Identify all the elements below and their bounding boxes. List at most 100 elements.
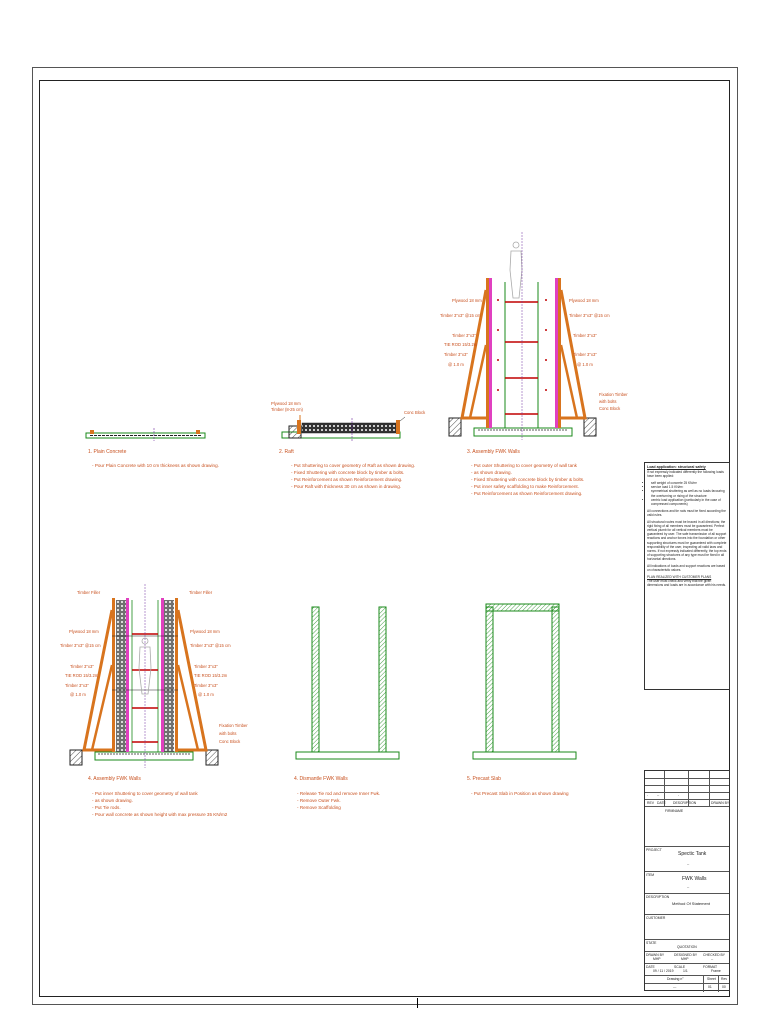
rev-mark: - bbox=[678, 793, 680, 797]
notes-heading: Load application: structural safety bbox=[647, 465, 706, 469]
firm-name: FIRMNAME bbox=[665, 809, 684, 813]
s4-timber-2-label: Timber 3"x3" bbox=[65, 683, 89, 688]
date-label: DATE bbox=[646, 965, 655, 969]
s4-spacing-right-label: @ 1.0 m bbox=[198, 692, 214, 697]
format-label: FORMAT bbox=[703, 965, 718, 969]
step3-list: Put outer Shuttering to cover geometry o… bbox=[471, 462, 641, 497]
step2-list: Put Shuttering to cover geometry of Raft… bbox=[291, 462, 461, 490]
step3-item: Put inner safety scaffolding to make Rei… bbox=[471, 483, 641, 490]
project-name: Spectic Tank bbox=[678, 851, 707, 857]
sheet-value: 01 bbox=[708, 985, 712, 989]
step3-item: Put Reinforcement as shown Reinforcement… bbox=[471, 490, 641, 497]
s3-timber-2-label: Timber 3"x3" bbox=[444, 352, 468, 357]
step2-title: 2. Raft bbox=[279, 449, 294, 455]
step3-item: Fixed Shuttering with concrete block by … bbox=[471, 476, 641, 483]
drawing-number: --- bbox=[673, 985, 677, 989]
step1-title: 1. Plain Concrete bbox=[88, 449, 127, 455]
cursor-caret bbox=[417, 998, 418, 1008]
notes-paragraph: All connections and tie rods must be fix… bbox=[647, 508, 726, 517]
step4-drawing bbox=[69, 584, 219, 768]
s3-timber-1-label: Timber 3"x3" bbox=[452, 333, 476, 338]
s4-block-label: Conc Block bbox=[219, 739, 241, 744]
project-sub: -- bbox=[687, 862, 690, 866]
dismantle-title: 4. Dismantle FWK Walls bbox=[294, 776, 348, 782]
step4-item: Pour wall concrete as shown height with … bbox=[92, 811, 262, 818]
step1-item: Pour Plain Concrete with 10 cm thickness… bbox=[92, 462, 252, 469]
item-name: FWK Walls bbox=[682, 876, 707, 882]
s4-plywood-right-label: Plywood 18 mm bbox=[190, 629, 220, 634]
rev-header: DESCRIPTION bbox=[673, 801, 697, 805]
s4-filler-left-label: Timber Filler bbox=[77, 590, 101, 595]
notes-intro: If not expressly indicated differently t… bbox=[647, 470, 724, 479]
dismantle-item: Release Tie rod and remove Inner Fwk. bbox=[297, 790, 447, 797]
s4-plywood-left-label: Plywood 18 mm bbox=[69, 629, 99, 634]
rev-value: 00 bbox=[722, 985, 726, 989]
dismantle-item: Remove Outer Fwk. bbox=[297, 797, 447, 804]
checked-label: CHECKED BY bbox=[703, 953, 726, 957]
notes-load-item: centric load application (particularly i… bbox=[651, 498, 727, 506]
notes-panel: Load application: structural safety If n… bbox=[644, 462, 730, 690]
person-figure bbox=[509, 241, 523, 299]
s3-timber-left-label: Timber 3"x3" @15 cm bbox=[440, 313, 481, 318]
notes-paragraph: All indications of loads and support rea… bbox=[647, 563, 726, 573]
s4-bolts-label: with bolts bbox=[219, 731, 237, 736]
s3-timber-3-label: Timber 3"x3" bbox=[573, 333, 597, 338]
rev-header: REV bbox=[647, 801, 654, 805]
step1-drawing bbox=[85, 428, 206, 441]
drawing-number-label: Drawing n° bbox=[667, 977, 684, 981]
rev-label: Rev bbox=[721, 977, 728, 981]
s4-timber-right-label: Timber 3"x3" @15 cm bbox=[190, 643, 231, 648]
item-sub: -- bbox=[687, 885, 690, 889]
s3-spacing-right-label: @ 1.0 m bbox=[577, 362, 593, 367]
checked-value: -- bbox=[711, 957, 714, 961]
step3-item: Put outer Shuttering to cover geometry o… bbox=[471, 462, 641, 469]
s4-timber-left-label: Timber 3"x3" @15 cm bbox=[60, 643, 101, 648]
rev-header: DRAWN BY bbox=[711, 801, 730, 805]
step4-item: as shown drawing. bbox=[92, 797, 262, 804]
designed-label: DESIGNED BY bbox=[674, 953, 698, 957]
dismantle-item: Remove Scaffolding bbox=[297, 804, 447, 811]
drawn-value: MHP bbox=[653, 957, 661, 961]
step2-item: Pour Raft with thickness 30 cm as shown … bbox=[291, 483, 461, 490]
s4-tie-rod-label: TIE ROD 15/3.2m bbox=[65, 673, 99, 678]
rev-mark: -- bbox=[657, 793, 660, 797]
raft-plywood-label: Plywood 18 mm bbox=[271, 401, 301, 406]
customer-label: CUSTOMER bbox=[646, 916, 666, 920]
rev-mark: - bbox=[647, 793, 649, 797]
s4-fixation-label: Fixation Timber bbox=[219, 723, 248, 728]
title-block: - -- - REV DATE DESCRIPTION DRAWN BY FIR… bbox=[644, 770, 730, 992]
s3-fixation-label: Fixation Timber bbox=[599, 392, 628, 397]
date-value: 09 / 11 / 2019 bbox=[653, 969, 674, 973]
s3-timber-right-label: Timber 3"x3" @15 cm bbox=[569, 313, 610, 318]
description-label: DESCRIPTION bbox=[646, 895, 670, 899]
s4-timber-4-label: Timber 3"x3" bbox=[194, 683, 218, 688]
s4-spacing-left-label: @ 1.0 m bbox=[70, 692, 86, 697]
precast-item: Put Precast Slab in Position as shown dr… bbox=[471, 790, 631, 797]
status-label: STATE bbox=[646, 941, 657, 945]
step2-item: Put Shuttering to cover geometry of Raft… bbox=[291, 462, 461, 469]
step3-item: as shown drawing. bbox=[471, 469, 641, 476]
notes-plan-heading: PLAN REALIZED WITH CUSTOMER PLANS bbox=[647, 575, 712, 580]
s4-filler-right-label: Timber Filler bbox=[189, 590, 213, 595]
precast-list: Put Precast Slab in Position as shown dr… bbox=[471, 790, 631, 797]
scale-value: 1/1 bbox=[683, 969, 688, 973]
step2-drawing bbox=[281, 415, 406, 441]
step4-item: Put inner Shuttering to cover geometry o… bbox=[92, 790, 262, 797]
step1-list: Pour Plain Concrete with 10 cm thickness… bbox=[92, 462, 252, 469]
status-value: QUOTATION bbox=[677, 945, 697, 949]
designed-value: MHP bbox=[681, 957, 689, 961]
step2-item: Put Reinforcement as shown Reinforcement… bbox=[291, 476, 461, 483]
s4-tie-rod-right-label: TIE ROD 15/3.2m bbox=[194, 673, 228, 678]
notes-plan-text: The user must check and verify that the … bbox=[647, 579, 727, 588]
raft-block-label: Conc Block bbox=[404, 410, 426, 415]
step4-title: 4. Assembly FWK Walls bbox=[88, 776, 141, 782]
notes-load-item: service load 1.5 KN/m² bbox=[651, 485, 727, 489]
notes-paragraph: All structural routes must be braced in … bbox=[647, 520, 727, 561]
dismantle-drawing bbox=[295, 606, 400, 760]
step4-item: Put Tie rods. bbox=[92, 804, 262, 811]
s3-block-label: Conc Block bbox=[599, 406, 621, 411]
scale-label: SCALE bbox=[674, 965, 686, 969]
description-value: Method Of Statement bbox=[672, 901, 711, 906]
rev-header: DATE bbox=[657, 801, 666, 805]
s3-tie-rod-label: TIE ROD 15/3.2m bbox=[444, 342, 478, 347]
